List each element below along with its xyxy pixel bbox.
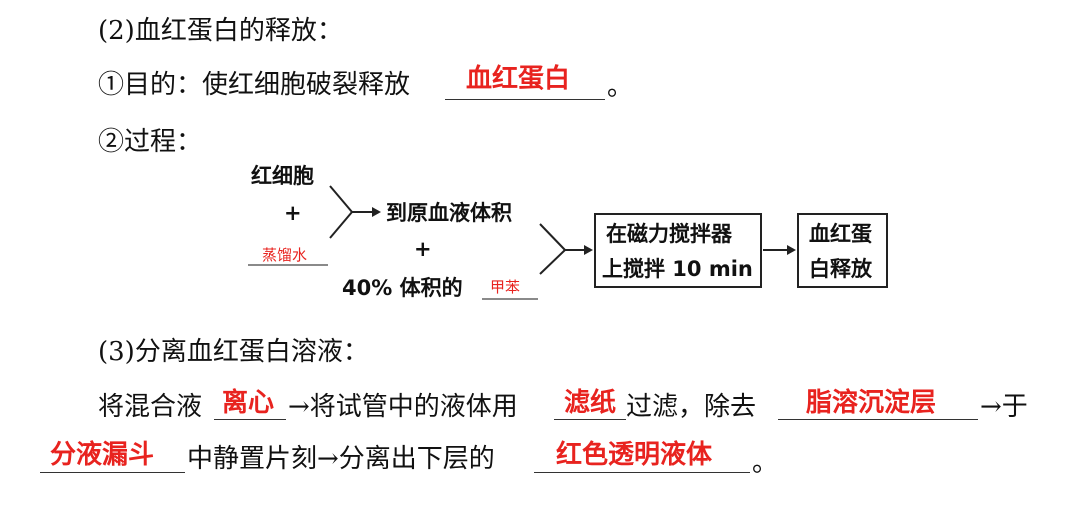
s3-answer-red-clear-liquid: 红色透明液体 <box>556 440 713 470</box>
s3-text-2: →将试管中的液体用 <box>288 392 518 422</box>
item1-prefix: ①目的：使红细胞破裂释放 <box>98 70 411 100</box>
s3-text-1: 将混合液 <box>98 392 203 422</box>
s3-blank-2 <box>554 419 626 420</box>
toluene-answer: 甲苯 <box>490 278 521 296</box>
item1-blank <box>445 99 605 100</box>
s3-answer-separatory-funnel: 分液漏斗 <box>50 440 155 470</box>
s3-blank-4 <box>40 472 185 473</box>
box1-line2: 上搅拌 10 min <box>602 257 753 281</box>
step-toluene-prefix: 40% 体积的 <box>342 276 463 300</box>
box2-line1: 血红蛋 <box>809 222 872 246</box>
box2-line2: 白释放 <box>809 257 872 281</box>
s3-text-6: 。 <box>752 448 779 478</box>
section3-heading: (3)分离血红蛋白溶液： <box>98 337 369 367</box>
s3-text-5: 中静置片刻→分离出下层的 <box>187 444 495 474</box>
s3-answer-centrifuge: 离心 <box>222 388 275 418</box>
item1-answer: 血红蛋白 <box>466 64 571 94</box>
input-distilled-water-answer: 蒸馏水 <box>262 246 308 264</box>
input-red-blood-cells: 红细胞 <box>251 164 314 188</box>
item2-label: ②过程： <box>98 127 203 157</box>
item1-suffix: 。 <box>607 72 634 102</box>
s3-text-3: 过滤，除去 <box>626 392 757 422</box>
plus-sign-1: + <box>284 201 302 225</box>
step-original-volume: 到原血液体积 <box>386 201 512 225</box>
section2-heading: (2)血红蛋白的释放： <box>98 16 343 46</box>
hemoglobin-release-box: 血红蛋 白释放 <box>797 213 888 288</box>
box1-line1: 在磁力搅拌器 <box>606 222 732 246</box>
s3-answer-filter-paper: 滤纸 <box>564 388 617 418</box>
s3-blank-3 <box>778 419 978 420</box>
magnetic-stirrer-box: 在磁力搅拌器 上搅拌 10 min <box>594 213 762 288</box>
s3-blank-1 <box>214 419 286 420</box>
s3-text-4: →于 <box>980 392 1028 422</box>
plus-sign-2: + <box>414 237 432 261</box>
s3-answer-lipid-sediment: 脂溶沉淀层 <box>806 388 937 418</box>
s3-blank-5 <box>534 472 750 473</box>
